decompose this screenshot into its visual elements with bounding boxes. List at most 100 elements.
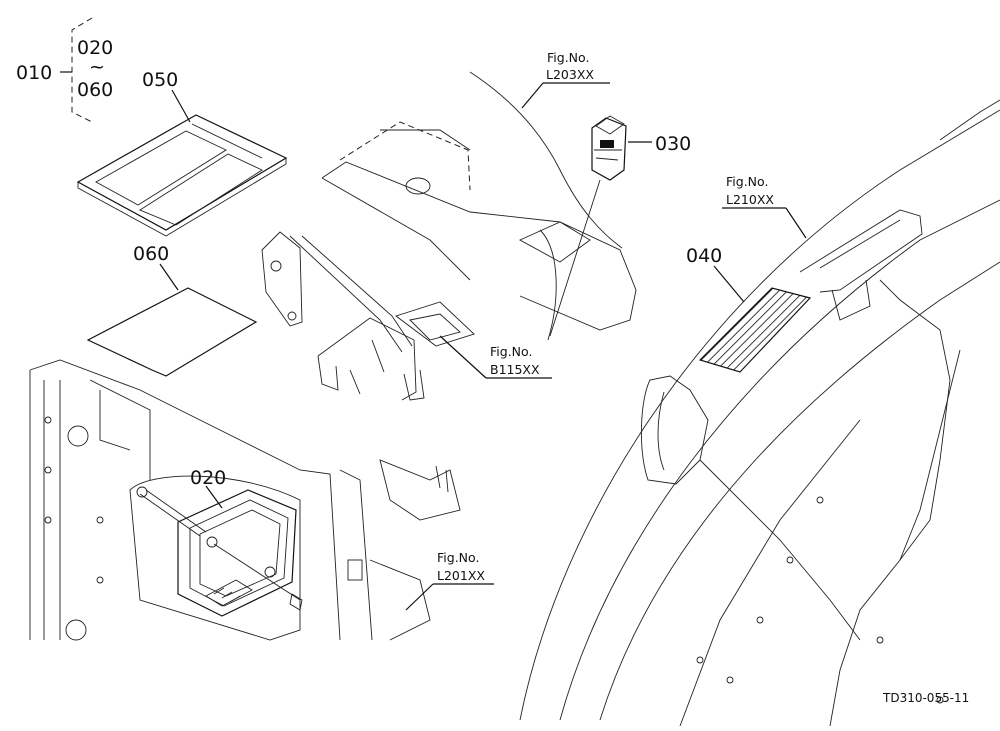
mount-grid <box>409 313 461 341</box>
figref-b115[interactable]: Fig.No. B115XX <box>439 335 552 379</box>
callout-020-range[interactable]: 020 <box>77 37 113 59</box>
figref-b115-leader <box>439 335 487 379</box>
switch-body <box>591 117 627 181</box>
callout-050[interactable]: 050 <box>142 69 178 91</box>
controller-pins <box>213 587 241 603</box>
part-020-controller[interactable]: 020 <box>136 467 303 617</box>
manual-panel-1 <box>95 130 227 206</box>
grab-handle <box>640 375 709 485</box>
callout-040[interactable]: 040 <box>686 245 722 267</box>
fender-inner-arc <box>599 261 1000 721</box>
part-040-label[interactable]: 040 <box>686 245 812 373</box>
figref-l201-caption: Fig.No. <box>437 550 479 565</box>
console-detail <box>380 129 471 151</box>
figref-l210[interactable]: Fig.No. L210XX <box>722 174 807 239</box>
console-edge <box>321 177 471 281</box>
frame-bolt-6 <box>876 636 884 644</box>
panel-outline-top <box>29 359 341 641</box>
grab-handle-inner <box>657 391 665 471</box>
controller-screw-2 <box>264 566 276 578</box>
figref-l210-leader <box>785 207 807 239</box>
frame-bolt-3 <box>756 616 764 624</box>
controller-frame <box>189 499 289 607</box>
mount-rods <box>349 339 385 395</box>
manual-panel-2 <box>139 153 263 226</box>
console-recess <box>518 221 591 263</box>
leader-040 <box>713 265 745 303</box>
frame-right-inner <box>899 349 961 561</box>
callout-030[interactable]: 030 <box>655 133 691 155</box>
fender-outer-arc <box>519 109 1000 721</box>
mount-foot-left <box>317 355 339 391</box>
frame-right <box>829 279 951 727</box>
frame-bolt-7 <box>936 696 944 704</box>
figref-l210-code: L210XX <box>726 192 774 207</box>
figref-l210-caption: Fig.No. <box>726 174 768 189</box>
console-knob <box>405 177 431 195</box>
panel-recess <box>129 475 301 641</box>
label-hatched <box>698 287 812 373</box>
mount-foot-right <box>403 369 425 401</box>
part-030-switch[interactable]: 030 <box>549 115 691 337</box>
bracket-tabs <box>435 465 449 493</box>
panel-hole-1 <box>67 425 89 447</box>
callout-060[interactable]: 060 <box>133 243 169 265</box>
bracket-upper-right <box>379 459 461 521</box>
fender-top <box>939 99 1000 141</box>
callout-020[interactable]: 020 <box>190 467 226 489</box>
callout-060-range[interactable]: 060 <box>77 79 113 101</box>
left-panel-assembly <box>29 359 461 641</box>
figref-l201-code: L201XX <box>437 568 485 583</box>
lever-arms <box>289 235 413 353</box>
panel-rails <box>43 380 61 640</box>
handle-post-1 <box>831 279 871 321</box>
switch-lines <box>594 149 622 161</box>
bolt-head <box>136 486 148 498</box>
panel-bend-1 <box>89 379 151 480</box>
mount-frame <box>317 317 417 401</box>
leader-050 <box>171 89 191 123</box>
panel-hole-2 <box>65 619 87 641</box>
figref-l203[interactable]: Fig.No. L203XX <box>521 50 610 109</box>
panel-slot <box>347 559 363 581</box>
drawing-code: TD310-055-11 <box>882 691 969 705</box>
figref-b115-code: B115XX <box>490 362 540 377</box>
manual-cover <box>76 114 288 231</box>
handle-rail <box>799 209 923 293</box>
bracket-lower-right <box>369 559 431 641</box>
lever-bracket <box>261 231 475 401</box>
fender-mid-arc <box>559 199 1000 721</box>
console-curve-1 <box>469 71 623 249</box>
panel-bolt-2 <box>44 466 52 474</box>
mount-plate <box>395 301 475 347</box>
handle-rail-inner <box>819 219 901 269</box>
bracket-plate <box>261 231 303 327</box>
frame-bolt-5 <box>696 656 704 664</box>
panel-bolt-5 <box>96 576 104 584</box>
frame-bolt-4 <box>726 676 734 684</box>
bracket-hole-2 <box>287 311 297 321</box>
manual-stripe <box>191 123 263 159</box>
leader-020 <box>205 485 223 509</box>
bracket-hole-1 <box>270 260 282 272</box>
leader-060 <box>159 263 179 291</box>
figref-b115-caption: Fig.No. <box>490 344 532 359</box>
callout-010[interactable]: 010 <box>16 62 52 84</box>
console-body <box>321 161 637 331</box>
dashed-bracket <box>71 17 93 123</box>
figref-l203-caption: Fig.No. <box>547 50 589 65</box>
bracket-010-group: 010 020 ~ 060 <box>16 17 113 123</box>
mounting-bolt <box>139 489 207 537</box>
figref-l203-code: L203XX <box>546 67 594 82</box>
switch-wire <box>549 179 601 337</box>
switch-window <box>600 140 614 148</box>
frame-bolt-2 <box>786 556 794 564</box>
figref-l201-leader <box>405 583 434 611</box>
panel-bolt-4 <box>96 516 104 524</box>
part-060-sheet[interactable]: 060 <box>86 243 258 377</box>
panel-bolt-3 <box>44 516 52 524</box>
part-050-manual[interactable]: 050 <box>76 69 288 237</box>
figref-l201[interactable]: Fig.No. L201XX <box>405 550 494 611</box>
